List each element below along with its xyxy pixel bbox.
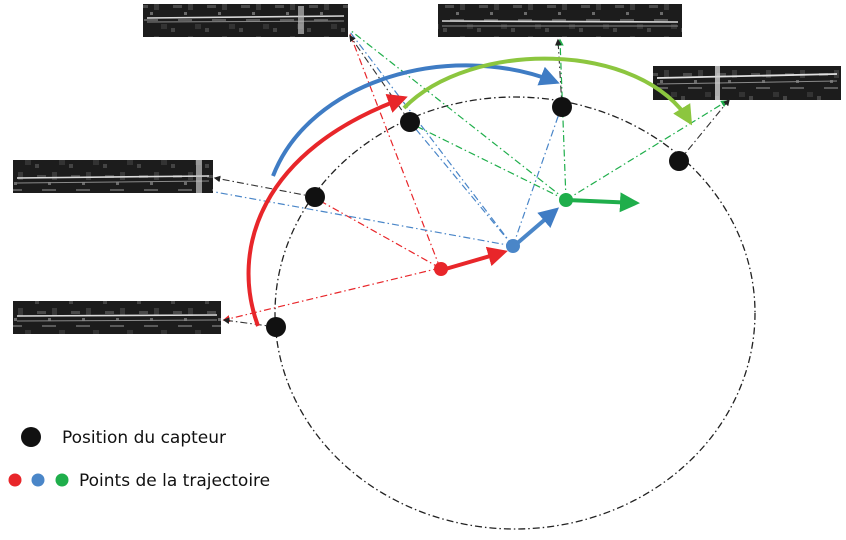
sensor-image-strip-bottom-left [13,301,221,334]
trajectory-point-blue [506,239,520,253]
sensor-dot [305,187,325,207]
sensor-dot [266,317,286,337]
sensor-dot [552,97,572,117]
legend-trajectory-label: Points de la trajectoire [79,471,270,491]
red-arc [246,94,408,327]
green-arc [402,56,693,126]
sensor-positions [266,97,689,337]
trajectory-point-green [559,193,573,207]
sensor-image-strip-top-left [143,4,348,37]
legend: Position du capteur Points de la traject… [8,427,270,491]
sensor-dot [669,151,689,171]
blue-motion-vector [512,207,560,248]
red-motion-vector [441,246,508,272]
sensor-circle [274,96,756,530]
sensor-image-strip-top-center [438,4,682,37]
sensor-image-strip-mid-left [13,160,213,193]
green-motion-vector [566,192,640,213]
red-rays [222,33,441,323]
black-dot-icon [21,427,41,447]
colored-dots-icon [8,473,69,487]
blue-arc [271,63,560,177]
sensor-to-image-rays [213,34,730,328]
sensor-image-strip-top-right [653,66,841,100]
trajectory-point-red [434,262,448,276]
blue-rays [214,31,562,247]
sensor-dot [400,112,420,132]
legend-sensor-label: Position du capteur [62,428,226,448]
green-rays [349,29,729,201]
